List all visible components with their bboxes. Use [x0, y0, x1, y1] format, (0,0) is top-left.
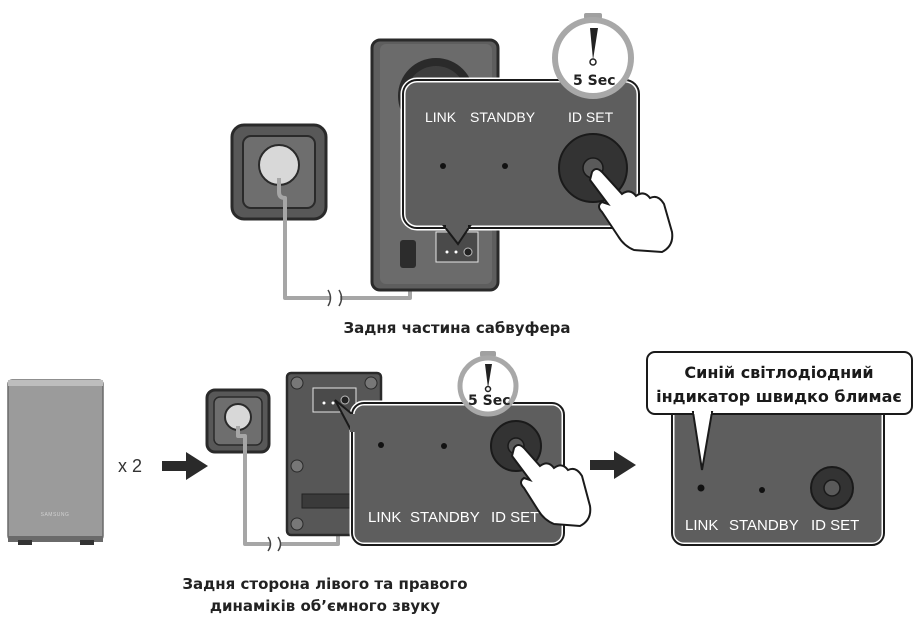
arrow-right-1-icon: [162, 452, 208, 480]
speaker-brand-logo: SAMSUNG: [41, 512, 70, 518]
result-standby-label: STANDBY: [729, 517, 799, 534]
surround-speaker-front: [7, 379, 104, 545]
top-link-label: LINK: [425, 109, 457, 125]
cable-break-mark: [327, 289, 343, 307]
bottom-standby-label: STANDBY: [410, 509, 480, 526]
bottom-standby-led: [441, 443, 447, 449]
stopwatch-top-icon: [552, 13, 634, 99]
wall-outlet-bottom-icon: [205, 388, 271, 454]
bottom-timer-text: 5 Sec: [468, 393, 511, 409]
quantity-multiplier: x 2: [118, 456, 142, 476]
top-caption: Задня частина сабвуфера: [343, 319, 570, 337]
arrow-right-2-icon: [590, 451, 636, 479]
bottom-link-led: [378, 442, 384, 448]
callout-line2: індикатор швидко блимає: [656, 387, 902, 406]
bottom-id-set-label: ID SET: [491, 509, 539, 526]
hand-pointer-top-icon: [588, 168, 674, 254]
bottom-caption-line2: динаміків об’ємного звуку: [210, 597, 440, 615]
subwoofer-group: LINK STANDBY ID SET 5 Sec Задня частина …: [230, 13, 674, 337]
bottom-link-label: LINK: [368, 509, 401, 526]
top-standby-label: STANDBY: [470, 109, 536, 125]
result-id-set-label: ID SET: [811, 517, 859, 534]
top-id-set-label: ID SET: [568, 109, 614, 125]
top-timer-text: 5 Sec: [573, 73, 616, 89]
led-status-callout: [646, 351, 913, 471]
result-id-set-button: [810, 466, 854, 510]
callout-line1: Синій світлодіодний: [684, 363, 873, 382]
cable-break-mark-bottom: [267, 536, 282, 552]
result-link-led-blinking: [697, 484, 705, 492]
result-group: LINK STANDBY ID SET Синій світлодіодний …: [590, 351, 913, 548]
result-standby-led: [759, 487, 765, 493]
stopwatch-bottom-icon: [457, 351, 519, 417]
result-link-label: LINK: [685, 517, 718, 534]
hand-pointer-bottom-icon: [510, 444, 592, 528]
wall-outlet-top-icon: [230, 123, 328, 221]
bottom-caption-line1: Задня сторона лівого та правого: [182, 575, 467, 593]
surround-group: SAMSUNG x 2: [7, 351, 592, 615]
top-link-led: [440, 163, 446, 169]
top-standby-led: [502, 163, 508, 169]
